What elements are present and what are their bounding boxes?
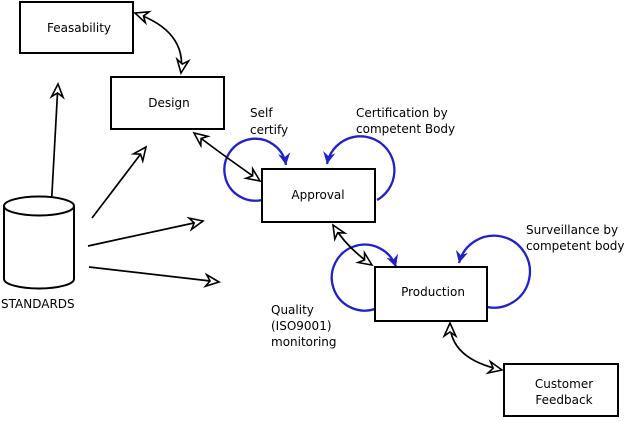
edge-production-customer-feedback xyxy=(442,321,504,375)
design-label: Design xyxy=(148,96,189,110)
edge-standards-approval xyxy=(87,216,205,247)
node-production xyxy=(374,266,488,322)
node-design xyxy=(110,76,225,130)
quality-label-line1: Quality xyxy=(271,303,314,317)
self-certify-label-line2: certify xyxy=(250,123,288,137)
edge-standards-production xyxy=(88,266,221,288)
standards-label: STANDARDS xyxy=(1,297,75,311)
cylinder-body xyxy=(3,206,75,290)
edge-standards-feasability xyxy=(49,82,65,212)
node-feasability xyxy=(19,1,134,54)
certification-label-line1: Certification by xyxy=(356,106,448,120)
loop-surveillance-competent-body xyxy=(455,234,532,309)
quality-label-line3: monitoring xyxy=(271,335,337,349)
edge-standards-design xyxy=(91,145,148,219)
standards-cylinder-icon xyxy=(3,195,75,290)
edge-design-approval xyxy=(192,131,262,183)
approval-label: Approval xyxy=(291,188,344,202)
production-label: Production xyxy=(401,285,465,299)
customer-feedback-label-line2: Feedback xyxy=(535,393,592,407)
customer-feedback-label-line1: Customer xyxy=(535,377,593,391)
node-customer-feedback xyxy=(503,363,619,417)
feasability-label: Feasability xyxy=(47,21,111,35)
edge-approval-production xyxy=(331,223,374,267)
node-approval xyxy=(261,168,376,223)
self-certify-label-line1: Self xyxy=(250,106,273,120)
loop-certification-competent-body xyxy=(323,135,396,202)
quality-label-line2: (ISO9001) xyxy=(271,319,332,333)
surveillance-label-line1: Surveillance by xyxy=(526,223,618,237)
edge-feasability-design xyxy=(133,10,191,75)
certification-label-line2: competent Body xyxy=(356,122,455,136)
surveillance-label-line2: competent body xyxy=(526,239,625,253)
cylinder-top xyxy=(3,195,75,217)
